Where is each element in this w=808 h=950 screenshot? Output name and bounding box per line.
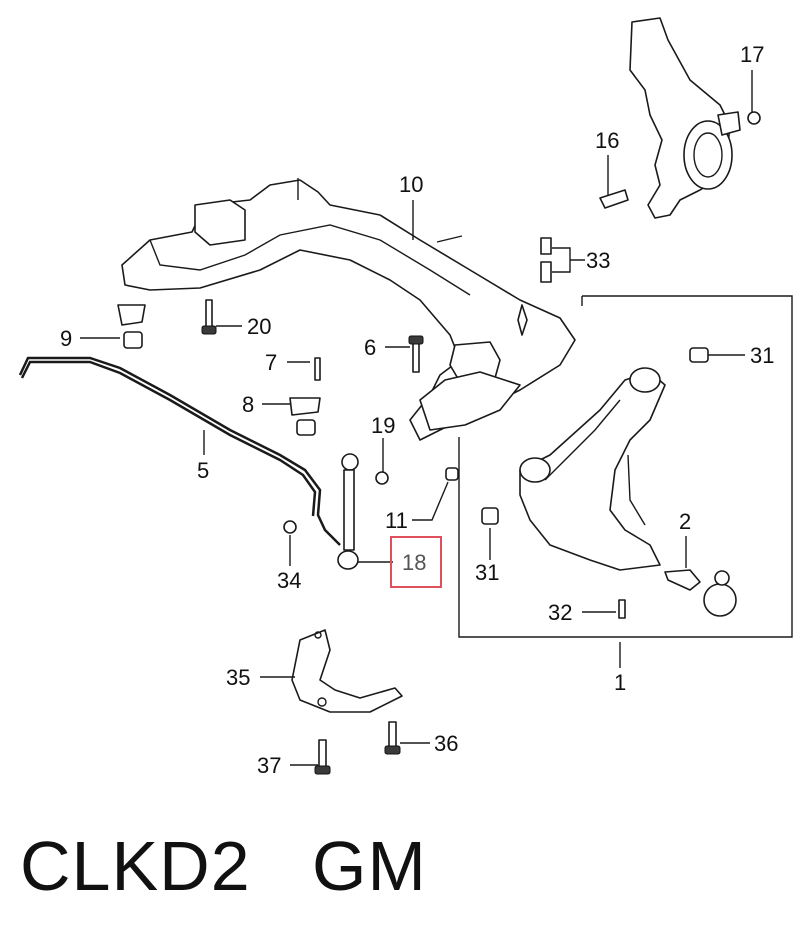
bolt-32 <box>618 599 626 619</box>
stabilizer-bar <box>18 356 341 546</box>
callout-9: 9 <box>60 326 72 351</box>
lower-control-arm <box>519 367 666 571</box>
highlight-box-18 <box>390 536 442 588</box>
bolt-20 <box>201 299 217 335</box>
bushing-31-lower <box>481 507 499 525</box>
callout-2: 2 <box>679 509 691 534</box>
callout-35: 35 <box>226 665 250 690</box>
bracket-35 <box>291 629 403 713</box>
callout-18: 18 <box>402 550 426 575</box>
callout-19: 19 <box>371 413 395 438</box>
callout-8: 8 <box>242 392 254 417</box>
pins-33 <box>540 237 552 283</box>
callout-17: 17 <box>740 42 764 67</box>
callout-32: 32 <box>548 600 572 625</box>
callout-1: 1 <box>614 670 626 695</box>
bolt-7 <box>314 357 321 381</box>
ball-joint-2 <box>664 569 737 617</box>
callout-31b: 31 <box>475 560 499 585</box>
leader-lines <box>80 70 753 766</box>
callout-36: 36 <box>434 731 458 756</box>
bushing-8 <box>289 397 321 436</box>
callout-31a: 31 <box>750 343 774 368</box>
bushing-9 <box>117 304 146 349</box>
callout-34: 34 <box>277 568 301 593</box>
nut-34 <box>283 520 297 534</box>
callout-5: 5 <box>197 458 209 483</box>
diagram-caption: CLKD2 GM <box>20 827 427 905</box>
bolt-36 <box>384 721 401 755</box>
callout-11: 11 <box>385 508 408 533</box>
steering-knuckle <box>599 17 761 219</box>
assembly-box-1 <box>458 295 793 638</box>
callout-6: 6 <box>364 335 376 360</box>
callout-7: 7 <box>265 350 277 375</box>
callout-16: 16 <box>595 128 619 153</box>
callout-20: 20 <box>247 314 271 339</box>
nut-11 <box>445 467 459 481</box>
stabilizer-link-18 <box>337 453 389 570</box>
bushing-31-upper <box>689 347 709 363</box>
bolt-6 <box>408 335 424 373</box>
subframe-crossmember <box>121 178 576 441</box>
callout-33: 33 <box>586 248 610 273</box>
bolt-37 <box>314 739 331 775</box>
callout-37: 37 <box>257 753 281 778</box>
callout-10: 10 <box>399 172 423 197</box>
